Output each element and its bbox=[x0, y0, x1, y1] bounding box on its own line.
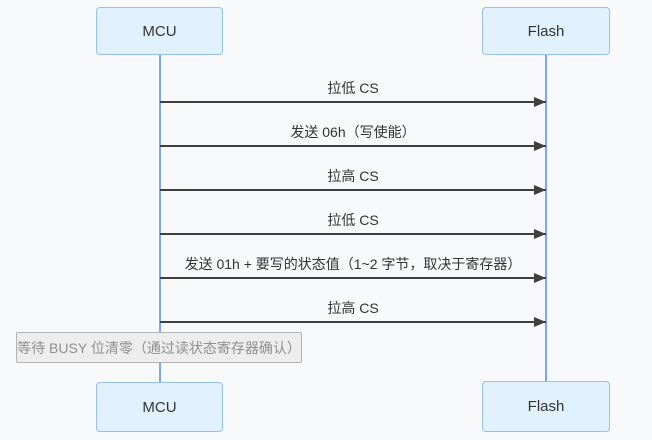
message-label: 拉高 CS bbox=[327, 168, 379, 184]
actor-mcu-top: MCU bbox=[96, 7, 223, 55]
actor-flash-top: Flash bbox=[482, 7, 610, 55]
message-label: 拉低 CS bbox=[327, 80, 379, 96]
lifeline-flash bbox=[545, 55, 547, 382]
message-label: 拉高 CS bbox=[327, 300, 379, 316]
actor-label: MCU bbox=[142, 22, 177, 40]
message-arrow bbox=[160, 145, 546, 147]
actor-mcu-bottom: MCU bbox=[96, 382, 223, 432]
actor-label: Flash bbox=[527, 22, 565, 40]
message-arrow bbox=[160, 277, 546, 279]
message-arrow bbox=[160, 101, 546, 103]
message-arrow bbox=[160, 233, 546, 235]
message-label: 发送 06h（写使能） bbox=[290, 124, 416, 140]
message-arrow bbox=[160, 189, 546, 191]
note-busy-wait: 等待 BUSY 位清零（通过读状态寄存器确认） bbox=[16, 332, 302, 363]
actor-label: MCU bbox=[142, 398, 177, 416]
lifeline-mcu bbox=[159, 55, 161, 383]
actor-flash-bottom: Flash bbox=[482, 381, 610, 432]
message-arrow bbox=[160, 321, 546, 323]
message-label: 拉低 CS bbox=[327, 212, 379, 228]
actor-label: Flash bbox=[527, 398, 565, 415]
message-label: 发送 01h + 要写的状态值（1~2 字节，取决于寄存器） bbox=[184, 256, 522, 272]
